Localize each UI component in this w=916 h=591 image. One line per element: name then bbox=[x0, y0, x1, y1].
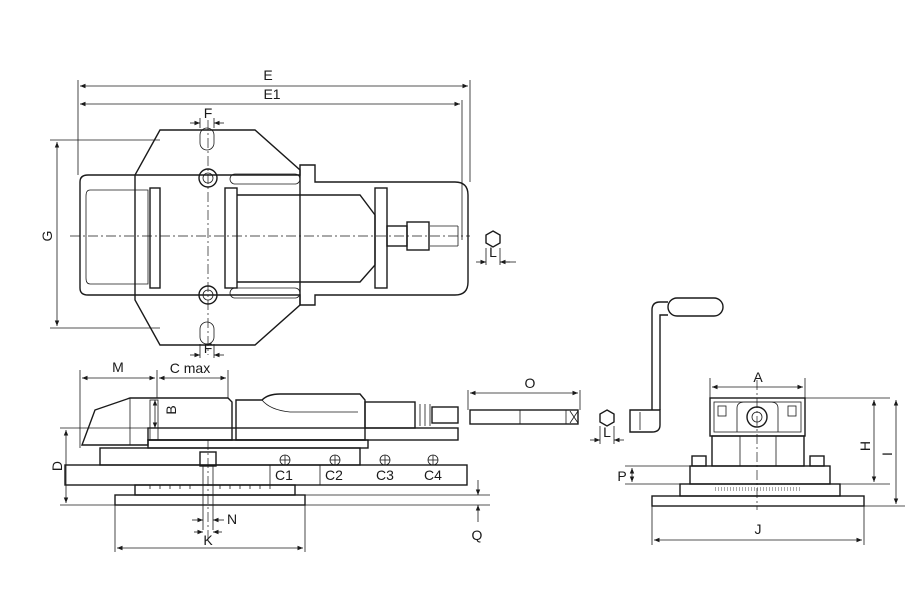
label-C4: C4 bbox=[424, 467, 442, 483]
side-body-bar bbox=[147, 427, 459, 441]
label-K: K bbox=[203, 532, 213, 548]
top-hex-icon bbox=[485, 230, 501, 248]
side-scale-ticks bbox=[149, 485, 271, 489]
side-swivel-ring bbox=[134, 484, 296, 496]
side-screw-housing bbox=[364, 401, 416, 429]
top-rear-plate bbox=[374, 187, 388, 289]
handle-parts: O L bbox=[467, 297, 724, 444]
side-fixed-jaw bbox=[80, 397, 233, 446]
top-moving-jaw bbox=[224, 187, 238, 289]
end-scale-ticks bbox=[715, 487, 800, 491]
label-N: N bbox=[227, 511, 237, 527]
label-C2: C2 bbox=[325, 467, 343, 483]
top-view: E E1 F F G L bbox=[39, 67, 516, 358]
side-c-holes bbox=[279, 454, 439, 466]
label-M: M bbox=[112, 359, 124, 375]
extension-bar bbox=[469, 409, 579, 425]
end-base bbox=[689, 465, 831, 485]
side-screw-end bbox=[431, 406, 459, 424]
crank-grip bbox=[667, 297, 724, 317]
top-slot-lower bbox=[229, 287, 301, 299]
label-L-top: L bbox=[489, 244, 497, 260]
label-O: O bbox=[525, 375, 536, 391]
label-J: J bbox=[755, 521, 762, 537]
label-G: G bbox=[39, 231, 55, 242]
end-jaw-block bbox=[709, 397, 806, 437]
side-moving-jaw bbox=[235, 393, 366, 441]
label-D: D bbox=[49, 461, 65, 471]
top-fixed-jaw bbox=[149, 187, 161, 289]
label-I: I bbox=[879, 452, 895, 456]
side-bottom-plate bbox=[114, 494, 306, 506]
label-B: B bbox=[163, 405, 179, 414]
side-hex-icon bbox=[599, 409, 615, 427]
top-body-inner bbox=[85, 189, 149, 285]
crank-handle bbox=[629, 409, 661, 433]
label-C3: C3 bbox=[376, 467, 394, 483]
side-base bbox=[64, 464, 468, 486]
label-L-side: L bbox=[603, 424, 611, 440]
end-view: A H I P J bbox=[617, 369, 905, 545]
side-slide bbox=[147, 439, 369, 449]
label-H: H bbox=[857, 441, 873, 451]
label-P: P bbox=[617, 468, 626, 484]
label-E1: E1 bbox=[263, 86, 280, 102]
top-swivel-plate bbox=[134, 129, 301, 346]
label-F-bottom: F bbox=[204, 340, 213, 356]
top-tslot-upper bbox=[199, 127, 215, 151]
label-Cmax: C max bbox=[170, 360, 210, 376]
label-E: E bbox=[263, 67, 272, 83]
top-vise-body bbox=[79, 164, 469, 306]
label-C1: C1 bbox=[275, 467, 293, 483]
end-body bbox=[711, 435, 805, 467]
side-screw-knurl bbox=[414, 404, 431, 426]
side-view: C1 C2 C3 C4 M C max B D N K bbox=[49, 359, 490, 552]
top-slot-upper bbox=[229, 173, 301, 185]
label-Q: Q bbox=[472, 527, 483, 543]
side-body-lower bbox=[99, 447, 361, 466]
top-moving-body bbox=[237, 194, 376, 283]
top-tslot-lower bbox=[199, 321, 215, 345]
end-bottom-plate bbox=[651, 495, 865, 507]
label-A: A bbox=[753, 369, 763, 385]
label-F-top: F bbox=[204, 105, 213, 121]
